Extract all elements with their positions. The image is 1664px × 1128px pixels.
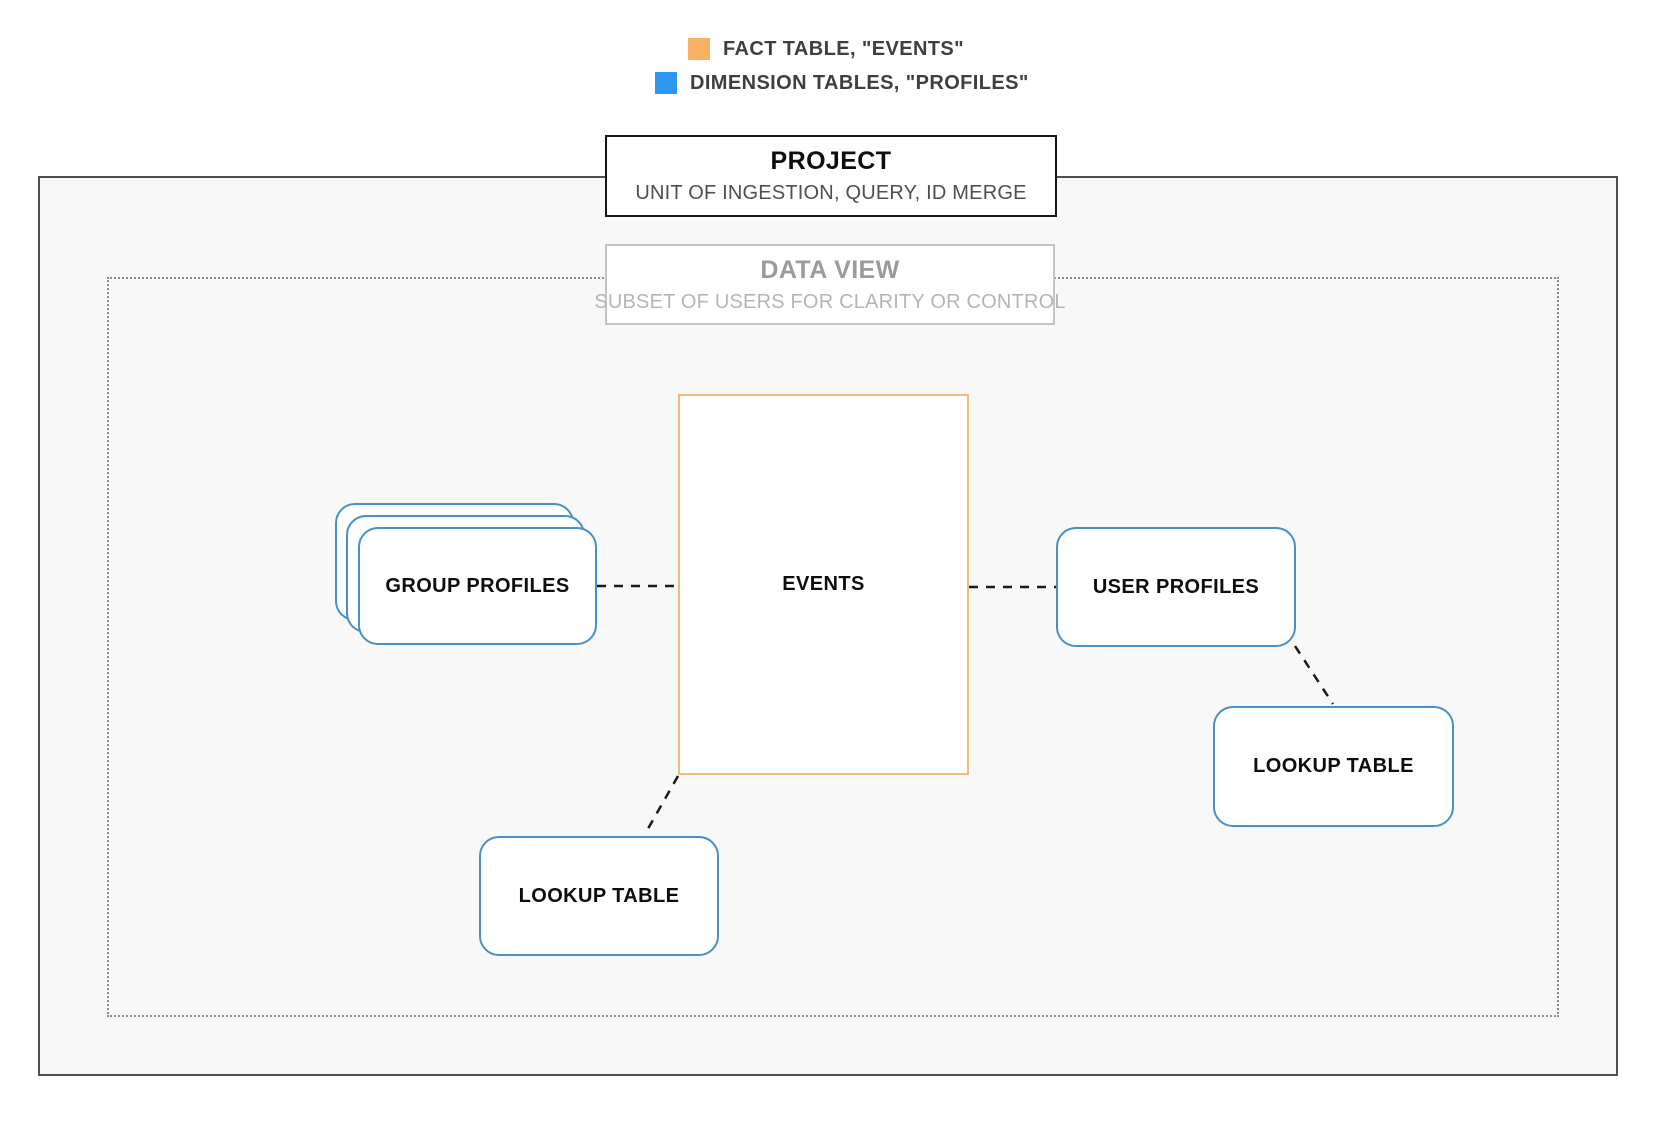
lookup-table-left-label: LOOKUP TABLE [518,884,680,907]
lookup-table-right-node: LOOKUP TABLE [1213,706,1454,827]
dimension-color-swatch-icon [655,72,677,94]
data-view-box: DATA VIEW SUBSET OF USERS FOR CLARITY OR… [594,244,1066,325]
lookup-table-right-label: LOOKUP TABLE [1253,755,1414,777]
data-view-title: DATA VIEW [760,255,900,284]
user-profiles-label: USER PROFILES [1092,575,1260,598]
fact-color-swatch-icon [688,38,710,60]
legend-item-dimension: DIMENSION TABLES, "PROFILES" [655,71,1029,95]
project-subtitle: UNIT OF INGESTION, QUERY, ID MERGE [635,182,1027,204]
legend-item-fact: FACT TABLE, "EVENTS" [688,37,964,61]
events-node: EVENTS [678,394,969,775]
lookup-table-left-node: LOOKUP TABLE [479,836,719,956]
data-view-subtitle: SUBSET OF USERS FOR CLARITY OR CONTROL [594,290,1066,313]
events-label: EVENTS [782,573,865,595]
group-profiles-card-front: GROUP PROFILES [358,527,597,645]
project-box: PROJECT UNIT OF INGESTION, QUERY, ID MER… [605,135,1057,217]
project-title: PROJECT [770,147,892,175]
legend-dimension-label: DIMENSION TABLES, "PROFILES" [690,71,1029,94]
legend-fact-label: FACT TABLE, "EVENTS" [723,37,965,60]
group-profiles-label: GROUP PROFILES [385,574,570,597]
user-profiles-node: USER PROFILES [1056,527,1296,647]
